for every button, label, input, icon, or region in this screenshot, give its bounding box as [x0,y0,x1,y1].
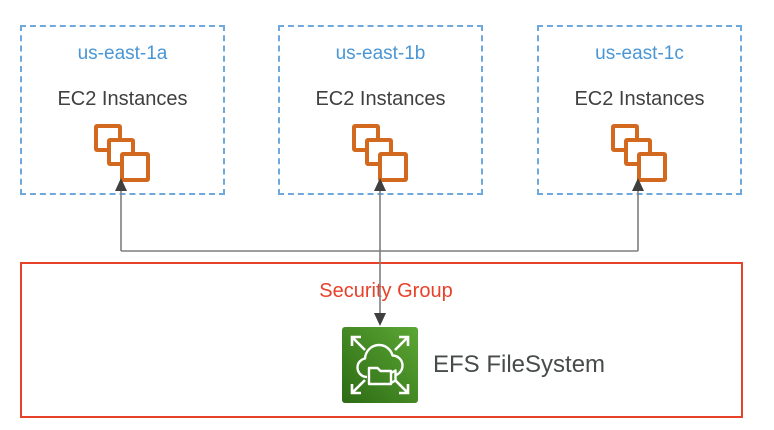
folder-icon [367,366,393,386]
availability-zone-box-us-east-1b: us-east-1b EC2 Instances [278,25,483,195]
expand-arrow-bottom-right [394,379,410,395]
ec2-instances-icon [351,124,410,182]
availability-zone-box-us-east-1a: us-east-1a EC2 Instances [20,25,225,195]
expand-arrow-bottom-left [350,379,366,395]
az-name-label: us-east-1a [77,43,168,64]
security-group-label: Security Group [319,280,453,302]
expand-arrow-top-right [394,335,410,351]
cloud-icon [356,343,404,379]
availability-zone-box-us-east-1c: us-east-1c EC2 Instances [537,25,742,195]
expand-arrow-top-left [350,335,366,351]
instance-square-front [636,152,667,182]
efs-filesystem-icon [342,327,418,403]
ec2-instances-icon [610,124,669,182]
instance-square-front [377,152,408,182]
ec2-instances-label: EC2 Instances [315,88,446,110]
ec2-instances-label: EC2 Instances [57,88,188,110]
az-name-label: us-east-1b [335,43,426,64]
efs-filesystem-label: EFS FileSystem [433,351,606,378]
instance-square-front [119,152,150,182]
az-name-label: us-east-1c [595,43,684,64]
ec2-instances-label: EC2 Instances [574,88,705,110]
ec2-instances-icon [93,124,152,182]
folder-back-sheet [390,369,397,385]
